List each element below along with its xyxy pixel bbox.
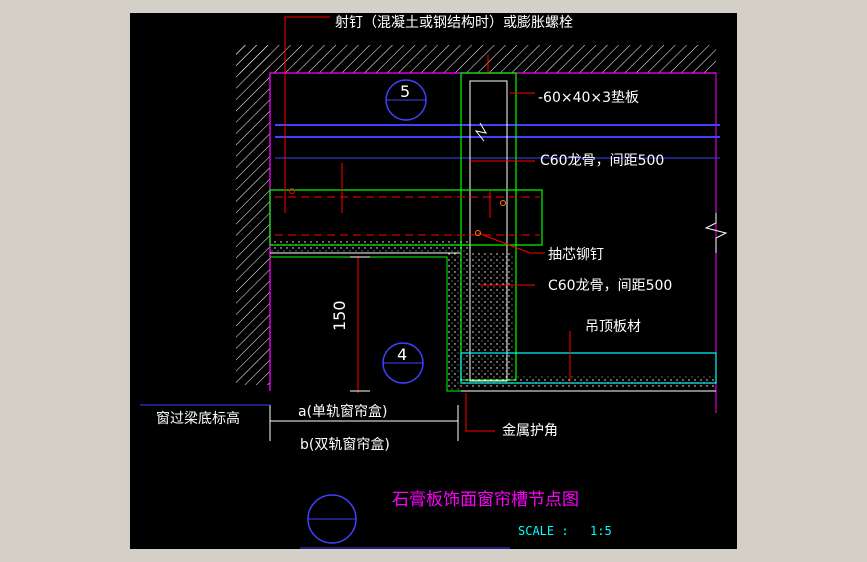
double-track-label: b(双轨窗帘盒) [300, 436, 390, 453]
rivet-label: 抽芯铆钉 [548, 247, 604, 263]
detail-drawing: 射钉（混凝土或钢结构时）或膨胀螺栓 -60×40×3垫板 C60龙骨，间距500… [140, 14, 728, 549]
drawing-canvas[interactable]: 射钉（混凝土或钢结构时）或膨胀螺栓 -60×40×3垫板 C60龙骨，间距500… [130, 13, 737, 549]
callout-number-top: 5 [400, 82, 410, 101]
corner-guard-label: 金属护角 [502, 423, 558, 439]
rivet-icon [475, 230, 481, 236]
drawing-title: 石膏板饰面窗帘槽节点图 [392, 489, 579, 510]
rivet-icon [500, 200, 506, 206]
keel-top-label: C60龙骨，间距500 [540, 153, 664, 169]
pipe-lines [275, 122, 720, 159]
scale-value: 1:5 [590, 524, 612, 538]
single-track-label: a(单轨窗帘盒) [298, 403, 388, 420]
concrete-wall [236, 45, 717, 413]
beam-bottom-label: 窗过梁底标高 [156, 410, 240, 427]
scale-label: SCALE : [518, 524, 569, 538]
vertical-keel [460, 72, 517, 383]
leader-lines [284, 16, 571, 432]
callout-number-bottom: 4 [397, 345, 407, 364]
anchor-label: 射钉（混凝土或钢结构时）或膨胀螺栓 [335, 14, 573, 31]
shim-plate-label: -60×40×3垫板 [538, 90, 639, 106]
dimension-lines [140, 256, 510, 549]
ceiling-board [460, 352, 717, 392]
dimension-150: 150 [330, 300, 349, 331]
rivet-icon [289, 188, 295, 194]
horizontal-board [269, 189, 543, 254]
ceiling-board-label: 吊顶板材 [585, 319, 641, 335]
break-line-icon [704, 213, 728, 253]
keel-mid-label: C60龙骨，间距500 [548, 278, 672, 294]
section-callout-circle [307, 79, 427, 544]
